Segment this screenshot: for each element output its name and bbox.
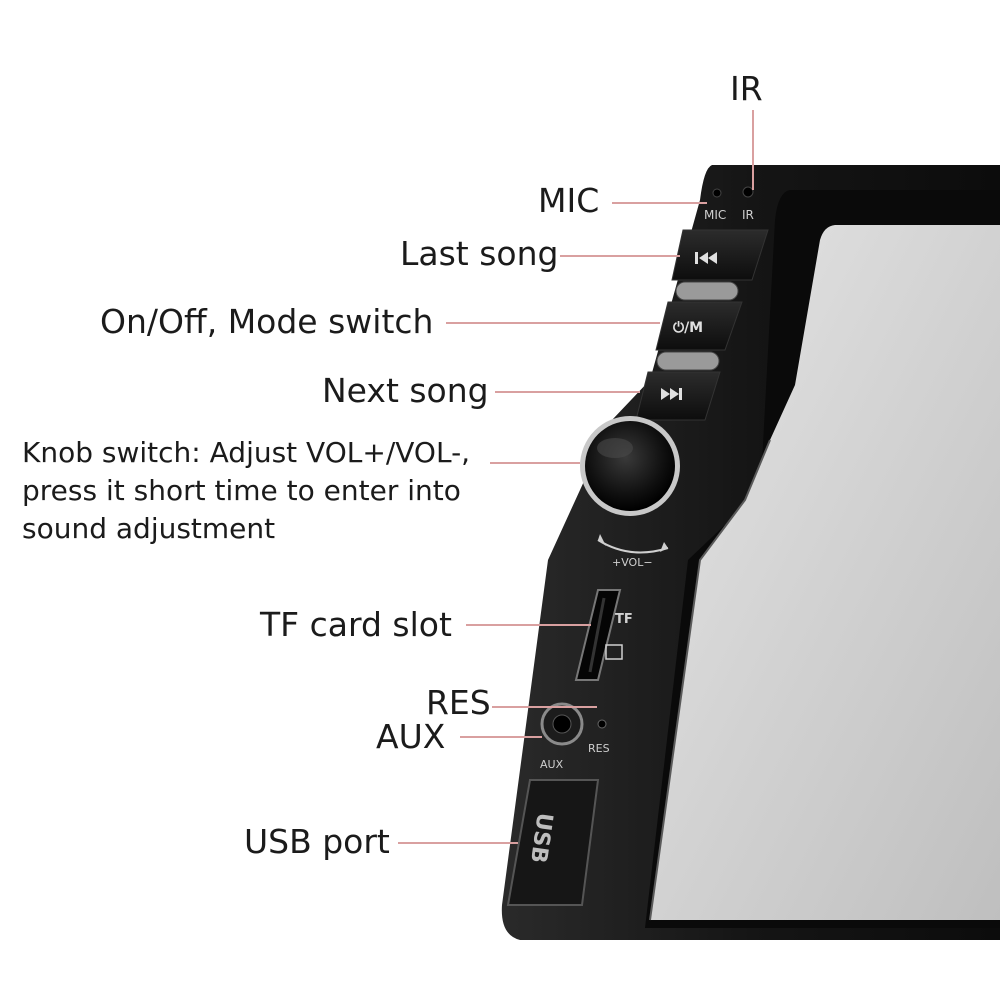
last-song-button[interactable]: [671, 229, 769, 281]
label-knob-line3: sound adjustment: [22, 512, 276, 545]
power-leader: [446, 322, 660, 324]
tf-leader: [466, 624, 591, 626]
mic-hole: [712, 188, 722, 198]
sd-card-icon: [605, 644, 623, 660]
label-usb: USB port: [244, 822, 390, 861]
next-song-button[interactable]: [635, 371, 721, 421]
mic-print: MIC: [704, 208, 726, 222]
aux-print: AUX: [540, 758, 564, 771]
res-leader: [492, 706, 597, 708]
label-knob-line1: Knob switch: Adjust VOL+/VOL-,: [22, 436, 471, 469]
ir-print: IR: [742, 208, 754, 222]
usb-leader: [398, 842, 518, 844]
screen: [650, 225, 1000, 920]
label-tf: TF card slot: [260, 605, 452, 644]
knob-leader: [490, 462, 580, 464]
last-song-leader: [560, 255, 680, 257]
skip-back-icon: [695, 252, 717, 264]
res-hole[interactable]: [597, 719, 607, 729]
label-knob: Knob switch: Adjust VOL+/VOL-, press it …: [22, 434, 502, 548]
label-mic: MIC: [538, 181, 600, 220]
label-aux: AUX: [376, 717, 446, 756]
power-mode-button[interactable]: [655, 301, 743, 351]
next-song-leader: [495, 391, 640, 393]
label-power-mode: On/Off, Mode switch: [100, 302, 434, 341]
vol-print: +VOL−: [612, 556, 653, 569]
ir-window: [742, 186, 754, 198]
label-res: RES: [426, 683, 491, 722]
label-knob-line2: press it short time to enter into: [22, 474, 461, 507]
usb-port[interactable]: [506, 779, 600, 906]
label-last-song: Last song: [400, 234, 559, 273]
ir-leader: [752, 110, 754, 190]
mic-leader: [612, 202, 707, 204]
power-print: ⏻/M: [673, 320, 703, 336]
tf-print: TF: [615, 612, 633, 627]
label-next-song: Next song: [322, 371, 489, 410]
skip-forward-icon: [661, 388, 682, 400]
label-ir: IR: [730, 69, 763, 108]
aux-leader: [460, 736, 542, 738]
res-print: RES: [588, 742, 610, 755]
